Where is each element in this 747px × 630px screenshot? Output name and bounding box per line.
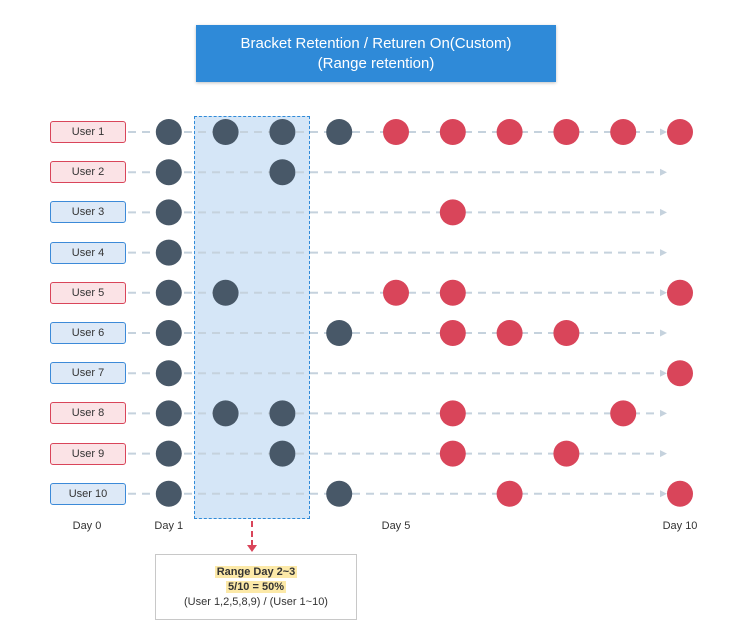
- active-dot: [155, 320, 182, 346]
- user-label: User 8: [50, 402, 126, 425]
- active-dot: [155, 400, 182, 427]
- active-dot: [212, 400, 239, 427]
- day-label: Day 0: [72, 520, 102, 532]
- return-dot: [496, 119, 523, 145]
- active-dot: [269, 159, 296, 186]
- day-label: Day 1: [154, 520, 184, 532]
- timeline-arrowhead: [660, 208, 667, 216]
- timeline-arrowhead: [660, 128, 667, 136]
- summary-box: Range Day 2~3 5/10 = 50% (User 1,2,5,8,9…: [155, 554, 357, 620]
- title-line-1: Bracket Retention / Returen On(Custom): [240, 34, 512, 52]
- return-dot: [610, 400, 637, 427]
- title-line-2: (Range retention): [317, 54, 435, 72]
- user-label: User 10: [50, 482, 126, 505]
- return-dot: [439, 440, 466, 467]
- active-dot: [155, 279, 182, 306]
- return-dot: [553, 440, 580, 467]
- timeline-arrowhead: [660, 168, 667, 176]
- summary-range: Range Day 2~3: [214, 565, 298, 578]
- return-dot: [496, 480, 523, 507]
- return-dot: [383, 279, 409, 306]
- active-dot: [155, 480, 182, 507]
- user-label: User 6: [50, 322, 126, 344]
- user-label: User 2: [50, 161, 126, 184]
- return-dot: [667, 279, 693, 306]
- return-dot: [439, 320, 466, 346]
- user-label: User 3: [50, 201, 126, 224]
- timeline-arrowhead: [660, 329, 667, 337]
- active-dot: [155, 440, 182, 467]
- day-label: Day 10: [662, 520, 698, 532]
- active-dot: [155, 119, 182, 145]
- timeline-arrowhead: [660, 249, 667, 257]
- active-dot: [269, 119, 296, 145]
- return-dot: [667, 360, 693, 387]
- user-label: User 4: [50, 241, 126, 264]
- active-dot: [155, 159, 182, 186]
- timeline-arrowhead: [660, 369, 667, 377]
- active-dot: [269, 400, 296, 427]
- return-dot: [439, 119, 466, 145]
- timeline-arrowhead: [660, 409, 667, 417]
- return-dot: [610, 119, 637, 145]
- return-dot: [667, 480, 693, 507]
- active-dot: [212, 279, 239, 306]
- active-dot: [212, 119, 239, 145]
- active-dot: [269, 440, 296, 467]
- arrow-down-icon: [247, 521, 257, 552]
- user-label: User 7: [50, 362, 126, 385]
- active-dot: [326, 480, 353, 507]
- user-label: User 1: [50, 121, 126, 143]
- return-dot: [383, 119, 409, 145]
- day-label: Day 5: [381, 520, 411, 532]
- timeline-arrowhead: [660, 450, 667, 458]
- return-dot: [439, 279, 466, 306]
- summary-detail: (User 1,2,5,8,9) / (User 1~10): [184, 595, 328, 608]
- active-dot: [155, 199, 182, 226]
- timeline-arrowhead: [660, 490, 667, 498]
- return-dot: [496, 320, 523, 346]
- return-dot: [667, 119, 693, 145]
- user-label: User 9: [50, 442, 126, 465]
- user-label: User 5: [50, 281, 126, 304]
- active-dot: [155, 360, 182, 387]
- summary-ratio: 5/10 = 50%: [226, 580, 286, 593]
- return-dot: [439, 400, 466, 427]
- return-dot: [439, 199, 466, 226]
- return-dot: [553, 119, 580, 145]
- active-dot: [155, 239, 182, 266]
- active-dot: [326, 119, 353, 145]
- active-dot: [326, 320, 353, 346]
- title-banner: Bracket Retention / Returen On(Custom) (…: [196, 25, 556, 82]
- timeline-arrowhead: [660, 289, 667, 297]
- return-dot: [553, 320, 580, 346]
